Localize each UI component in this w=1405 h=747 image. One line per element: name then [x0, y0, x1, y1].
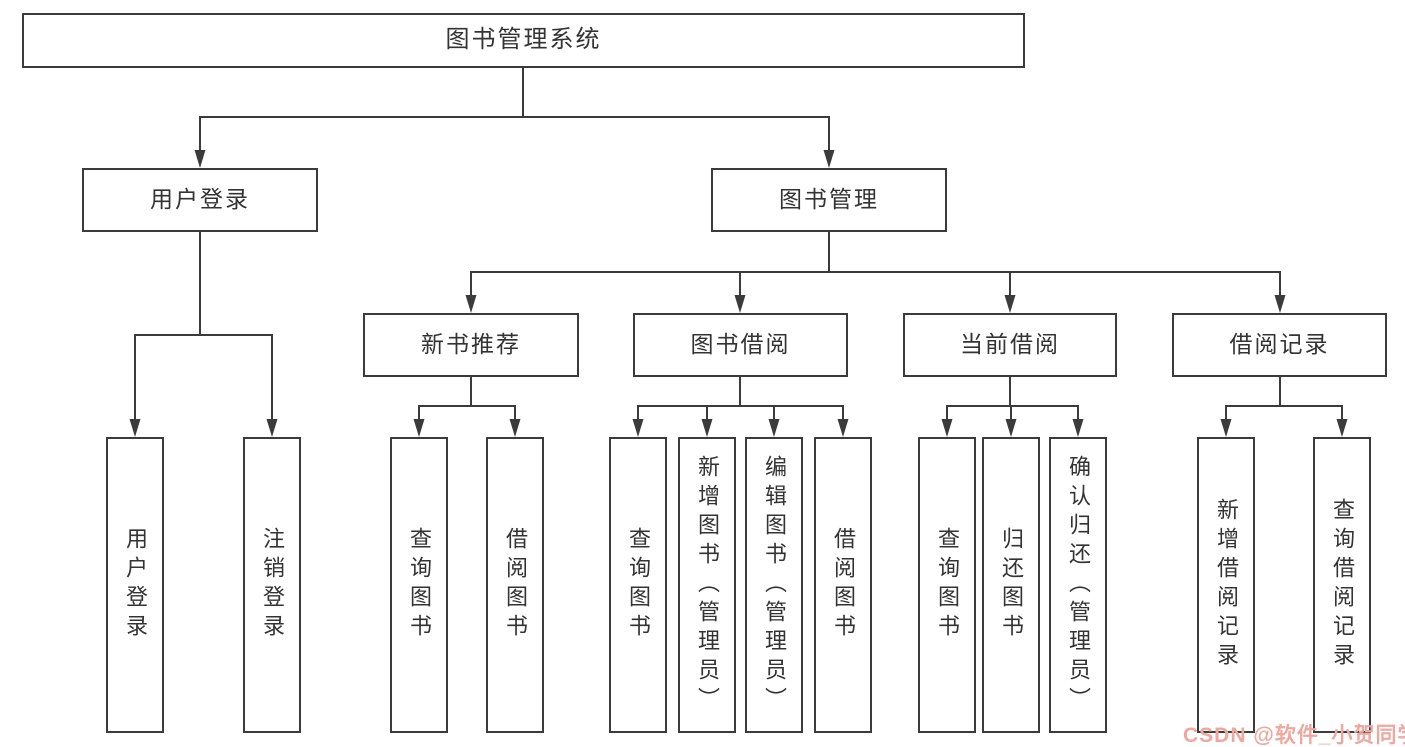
arrowhead — [1220, 419, 1232, 437]
arrowheads-records — [1220, 419, 1348, 437]
arrowhead — [837, 419, 849, 437]
csdn-watermark: CSDN @软件_小贺同学 — [1183, 724, 1405, 747]
arrowheads-recommend — [413, 419, 521, 437]
leaf-records-query-record: 查询借阅记录 — [1313, 437, 1371, 733]
arrowhead — [632, 419, 644, 437]
node-book-management: 图书管理 — [711, 168, 947, 232]
arrowhead — [509, 419, 521, 437]
leaf-borrowing-borrow-books: 借阅图书 — [814, 437, 872, 733]
connector-user-login-branch — [134, 232, 273, 420]
connector-recommend-branch — [418, 377, 516, 420]
leaf-borrowing-add-books-admin: 新增图书（管理员） — [678, 437, 736, 733]
arrowhead — [413, 419, 425, 437]
node-new-book-recommend: 新书推荐 — [363, 313, 579, 377]
arrowhead — [823, 150, 835, 168]
leaf-recommend-query-books: 查询图书 — [390, 437, 448, 733]
leaf-borrowing-edit-books-admin: 编辑图书（管理员） — [745, 437, 803, 733]
arrowhead — [734, 295, 746, 313]
arrowhead — [194, 150, 206, 168]
leaf-records-add-record: 新增借阅记录 — [1197, 437, 1255, 733]
connector-book-mgmt-branch — [470, 232, 1281, 296]
arrowhead — [1005, 419, 1017, 437]
connector-borrowing-branch — [637, 377, 844, 420]
arrowhead — [701, 419, 713, 437]
leaf-borrowing-query-books: 查询图书 — [609, 437, 667, 733]
node-library-management-system: 图书管理系统 — [22, 13, 1025, 68]
arrowheads-current — [941, 419, 1084, 437]
arrowheads-level3 — [465, 295, 1286, 313]
connector-root-branch — [199, 68, 830, 151]
leaf-current-confirm-return-admin: 确认归还（管理员） — [1049, 437, 1107, 733]
leaf-current-query-books: 查询图书 — [918, 437, 976, 733]
arrowhead — [266, 419, 278, 437]
node-borrow-records: 借阅记录 — [1172, 313, 1387, 377]
arrowhead — [1336, 419, 1348, 437]
arrowhead — [768, 419, 780, 437]
arrowhead — [465, 295, 477, 313]
arrowhead — [1274, 295, 1286, 313]
leaf-current-return-books: 归还图书 — [982, 437, 1040, 733]
leaf-recommend-borrow-books: 借阅图书 — [486, 437, 544, 733]
arrowhead — [1004, 295, 1016, 313]
node-user-login: 用户登录 — [82, 168, 318, 232]
arrowhead — [129, 419, 141, 437]
leaf-user-login: 用户登录 — [106, 437, 164, 733]
arrowheads-borrowing — [632, 419, 849, 437]
arrowheads-level2 — [194, 150, 835, 168]
node-current-borrowing: 当前借阅 — [903, 313, 1117, 377]
arrowhead — [941, 419, 953, 437]
arrowheads-user-login — [129, 419, 278, 437]
node-book-borrowing: 图书借阅 — [633, 313, 848, 377]
arrowhead — [1072, 419, 1084, 437]
leaf-logout: 注销登录 — [243, 437, 301, 733]
connector-records-branch — [1225, 377, 1343, 420]
connector-current-branch — [946, 377, 1079, 420]
